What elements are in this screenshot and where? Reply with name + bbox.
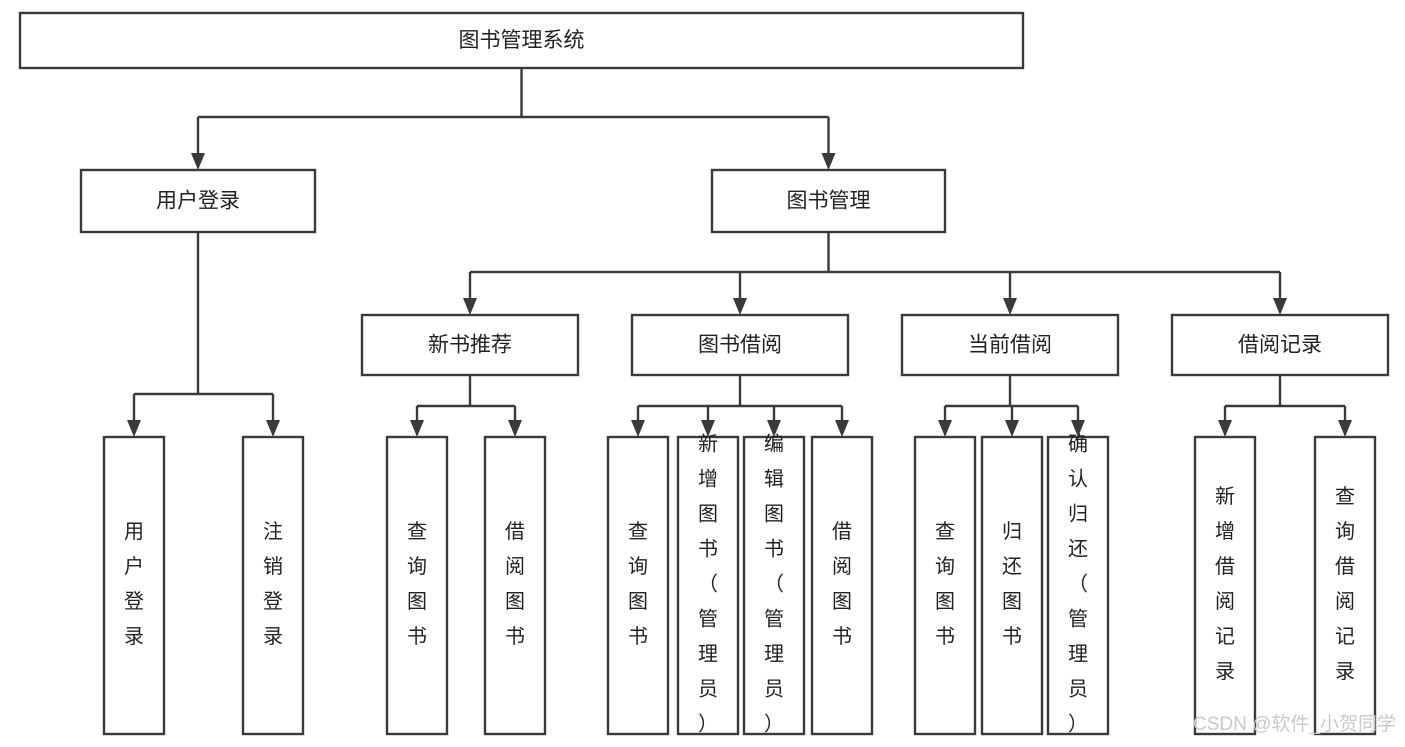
arrow-head [463,298,477,315]
node-label: 图书借阅 [698,334,782,357]
node-4-查询图书[interactable]: 查询图书 [385,435,449,736]
node-4-借阅图书[interactable]: 借阅图书 [483,435,547,736]
arrow-head [1003,298,1017,315]
node-box [810,435,874,736]
node-box [710,168,947,234]
node-label: 查询图书 [407,520,427,648]
node-label: 借阅记录 [1238,334,1322,357]
node-4-查询借阅记录[interactable]: 查询借阅记录 [1313,435,1377,736]
arrow-head [701,420,715,437]
csdn-watermark: CSDN @软件_小贺同学 [1193,713,1396,735]
node-box [360,313,580,377]
arrow-head [767,420,781,437]
node-label: 图书管理系统 [459,29,585,52]
arrow-head [1338,420,1352,437]
node-4-新增借阅记录[interactable]: 新增借阅记录 [1193,435,1257,736]
arrow-head [835,420,849,437]
node-box [18,11,1025,70]
node-box [241,435,305,736]
connector-用户登录-to-leaves [127,232,280,437]
node-box [1046,435,1110,736]
node-label: 当前借阅 [968,334,1052,357]
connector-root-to-level2 [191,68,836,170]
node-4-借阅图书[interactable]: 借阅图书 [810,435,874,736]
arrow-head [127,420,141,437]
node-label: 确认归还（管理员） [1068,433,1088,736]
arrow-head [1005,420,1019,437]
node-box [913,435,977,736]
watermark-layer: CSDN @软件_小贺同学 [1193,713,1396,735]
node-box [483,435,547,736]
node-4-用户登录[interactable]: 用户登录 [102,435,166,736]
arrow-head [191,153,205,170]
arrow-head [266,420,280,437]
node-box [1170,313,1390,377]
node-box [1193,435,1257,736]
node-box [900,313,1120,377]
arrow-head [1273,298,1287,315]
node-box [676,435,740,736]
connector-借阅记录-to-leaves [1218,375,1352,437]
connector-layer [127,68,1352,437]
node-4-新增图书（管理员）[interactable]: 新增图书（管理员） [676,433,740,736]
node-label: 查询借阅记录 [1335,485,1355,683]
node-3-新书推荐[interactable]: 新书推荐 [360,313,580,377]
node-layer: 图书管理系统用户登录图书管理新书推荐图书借阅当前借阅借阅记录用户登录注销登录查询… [18,11,1390,736]
node-label: 借阅图书 [505,520,525,648]
connector-新书推荐-to-leaves [410,375,522,437]
node-3-当前借阅[interactable]: 当前借阅 [900,313,1120,377]
arrow-head [631,420,645,437]
arrow-head [1218,420,1232,437]
node-1-图书管理系统[interactable]: 图书管理系统 [18,11,1025,70]
node-4-查询图书[interactable]: 查询图书 [913,435,977,736]
node-2-用户登录[interactable]: 用户登录 [79,168,317,234]
connector-图书借阅-to-leaves [631,375,849,437]
arrow-head [821,153,836,170]
node-box [1313,435,1377,736]
node-label: 编辑图书（管理员） [764,433,784,736]
connector-当前借阅-to-leaves [938,375,1085,437]
arrow-head [508,420,522,437]
node-label: 新增图书（管理员） [698,433,718,736]
node-box [630,313,850,377]
node-box [102,435,166,736]
arrow-head [938,420,952,437]
node-4-编辑图书（管理员）[interactable]: 编辑图书（管理员） [742,433,806,736]
node-4-注销登录[interactable]: 注销登录 [241,435,305,736]
node-3-图书借阅[interactable]: 图书借阅 [630,313,850,377]
arrow-head [733,298,747,315]
node-4-查询图书[interactable]: 查询图书 [606,435,670,736]
node-label: 查询图书 [935,520,955,648]
node-2-图书管理[interactable]: 图书管理 [710,168,947,234]
node-box [742,435,806,736]
arrow-head [410,420,424,437]
node-label: 用户登录 [124,521,144,648]
node-label: 新增借阅记录 [1215,485,1235,683]
node-label: 用户登录 [156,190,240,213]
node-label: 图书管理 [787,190,871,213]
node-4-归还图书[interactable]: 归还图书 [980,435,1044,736]
node-box [385,435,449,736]
node-box [980,435,1044,736]
node-box [606,435,670,736]
node-label: 新书推荐 [428,334,512,357]
node-4-确认归还（管理员）[interactable]: 确认归还（管理员） [1046,433,1110,736]
node-label: 归还图书 [1002,520,1022,648]
node-box [79,168,317,234]
arrow-head [1071,420,1085,437]
node-label: 查询图书 [628,520,648,648]
connector-bookmgmt-to-level3 [463,232,1287,315]
node-3-借阅记录[interactable]: 借阅记录 [1170,313,1390,377]
node-label: 借阅图书 [832,520,852,648]
node-label: 注销登录 [263,520,283,648]
